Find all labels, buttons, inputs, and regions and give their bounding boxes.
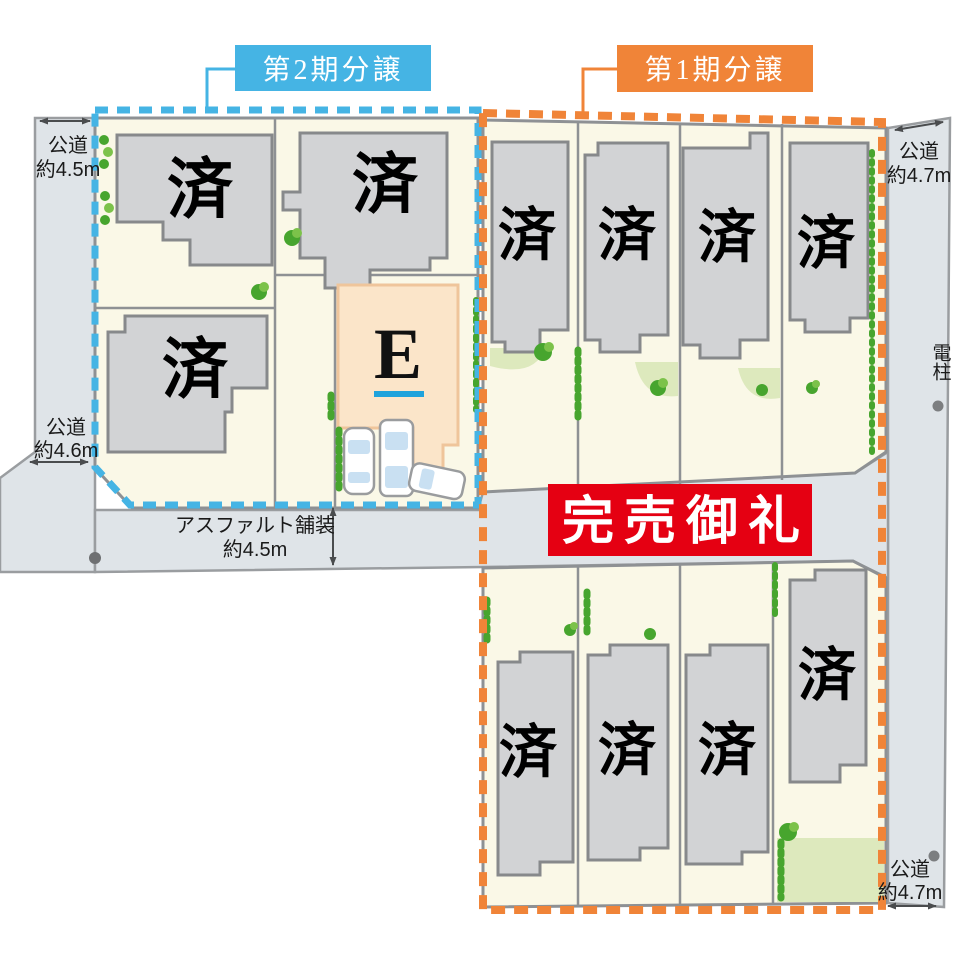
car-icon (407, 462, 467, 501)
garden-patch (777, 838, 884, 902)
asphalt-label: アスファルト舗装 (175, 514, 335, 537)
phase1-top-block: 済 済 済 済 (481, 118, 888, 494)
utility-pole-dot (932, 400, 944, 412)
lot-e-label: E (374, 314, 422, 394)
sold-mark: 済 (698, 718, 757, 783)
house-footprint (106, 314, 269, 454)
house-footprint (115, 133, 274, 267)
sold-out-banner: 完売御礼 (548, 484, 812, 556)
house-footprint (681, 131, 770, 360)
sold-mark: 済 (798, 643, 857, 708)
road-label: 公道 (46, 416, 86, 439)
house-footprint (583, 141, 670, 354)
house-footprint (281, 131, 449, 290)
dimension-annotations (29, 117, 944, 910)
house-footprint (496, 650, 575, 877)
road-label: 公道 (899, 140, 939, 163)
sold-mark: 済 (598, 718, 657, 783)
utility-pole-dot (928, 850, 940, 862)
utility-pole: 電柱 (930, 343, 952, 412)
road-labels: 公道 約4.5m 公道 約4.6m 公道 約4.7m 公道 約4.7m アスファ… (34, 134, 951, 904)
house-footprint (586, 643, 670, 862)
road-width-label: 約4.5m (36, 158, 100, 181)
road-width-label: 約4.7m (878, 881, 942, 904)
sold-mark: 済 (352, 149, 419, 222)
road-label: 公道 (48, 134, 88, 157)
phase1-label: 第1期分譲 (644, 54, 785, 86)
phase1-bottom-block: 済 済 済 済 (481, 559, 888, 909)
road-width-label: 約4.6m (34, 439, 98, 462)
phase1-dashed-border (479, 108, 886, 914)
sold-mark: 済 (167, 154, 234, 227)
road-width-label: 約4.7m (887, 164, 951, 187)
sold-mark: 済 (797, 211, 856, 276)
phase1-callout-box (617, 45, 813, 92)
road-width-arrow (894, 119, 944, 133)
sold-mark: 済 (162, 334, 229, 407)
utility-pole-label: 電柱 (930, 343, 952, 381)
phase2-label: 第2期分譲 (262, 54, 403, 86)
sold-out-banner-label: 完売御礼 (562, 493, 810, 551)
greenery-phase1-top (534, 149, 875, 458)
sold-mark: 済 (499, 720, 558, 785)
house-footprint (684, 643, 770, 866)
sold-mark: 済 (498, 203, 557, 268)
sold-mark: 済 (698, 205, 757, 270)
phase1-callout-line (581, 67, 617, 115)
phase2-dashed-border (91, 106, 482, 509)
road-left (0, 116, 97, 574)
phase2-block: 済 済 済 E (93, 116, 480, 510)
asphalt-width-label: 約4.5m (223, 538, 287, 561)
car-icon (378, 418, 415, 498)
house-footprint (788, 568, 868, 784)
phase1-callout: 第1期分譲 (581, 45, 813, 115)
utility-pole-dot (89, 552, 101, 564)
phase2-callout-box (235, 45, 431, 91)
sold-mark: 済 (598, 203, 657, 268)
house-footprint (788, 141, 870, 334)
road-right (886, 116, 952, 909)
car-icon (342, 426, 376, 496)
phase2-callout: 第2期分譲 (205, 45, 431, 110)
phase2-callout-line (205, 67, 235, 110)
road-label: 公道 (890, 858, 930, 881)
